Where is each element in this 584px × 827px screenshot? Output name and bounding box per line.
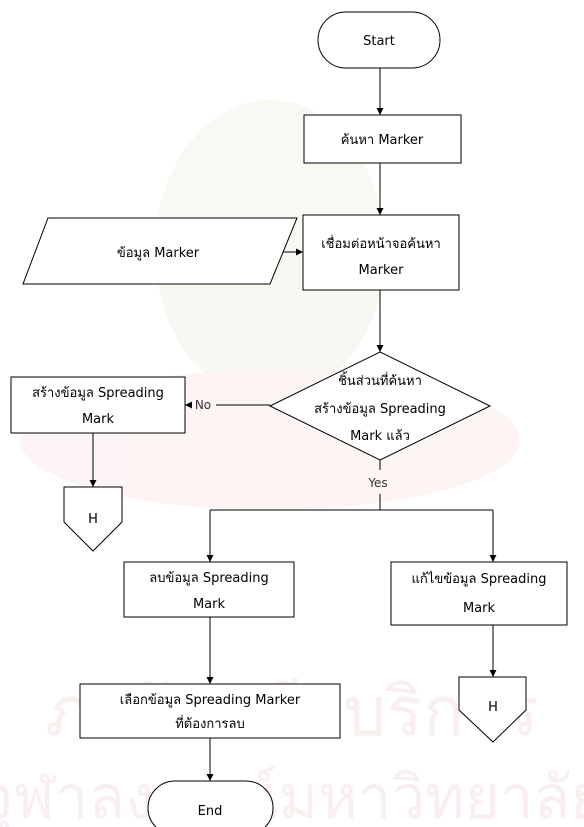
marker-data-label: ข้อมูล Marker <box>117 246 200 261</box>
create-spreading-box <box>10 376 186 434</box>
marker-data-parallelogram <box>22 217 298 285</box>
delete-label-line-1: ลบข้อมูล Spreading <box>149 571 268 586</box>
edit-label-line-1: แก้ไขข้อมูล Spreading <box>412 571 547 587</box>
edit-label-line-2: Mark <box>463 601 496 616</box>
offpage-connector-right <box>458 676 527 743</box>
decision-label-line-2: สร้างข้อมูล Spreading <box>314 402 446 417</box>
decision-diamond <box>268 351 492 461</box>
select-label-line-2: ที่ต้องการลบ <box>175 715 245 732</box>
select-spreading-box <box>79 683 341 739</box>
create-label-line-2: Mark <box>82 412 115 427</box>
connector-right-label: H <box>488 700 498 715</box>
connect-label-line-2: Marker <box>359 263 405 278</box>
decision-label-line-1: ชิ้นส่วนที่ค้นหา <box>338 371 422 389</box>
connectors <box>89 68 497 781</box>
edit-spreading-box <box>390 561 568 626</box>
end-terminal <box>147 780 274 827</box>
decision-label-line-3: Mark แล้ว <box>350 429 410 444</box>
offpage-connector-left <box>63 486 123 552</box>
select-label-line-1: เลือกข้อมูล Spreading Marker <box>120 692 301 708</box>
create-label-line-1: สร้างข้อมูล Spreading <box>32 386 164 401</box>
watermark-line-2: จุฬาลงกรณ์มหาวิทยาลัย <box>0 763 584 827</box>
delete-label-line-2: Mark <box>193 597 226 612</box>
delete-spreading-box <box>123 561 295 618</box>
end-label: End <box>198 804 223 819</box>
edge-label-no: No <box>195 398 211 412</box>
edge-label-yes: Yes <box>367 476 387 490</box>
connect-label-line-1: เชื่อมต่อหน้าจอค้นหา <box>321 235 441 252</box>
connector-left-label: H <box>88 512 98 527</box>
start-terminal <box>317 11 441 69</box>
start-label: Start <box>363 34 395 49</box>
search-marker-box <box>303 114 462 164</box>
connect-search-box <box>302 214 460 291</box>
search-marker-label: ค้นหา Marker <box>341 133 424 148</box>
